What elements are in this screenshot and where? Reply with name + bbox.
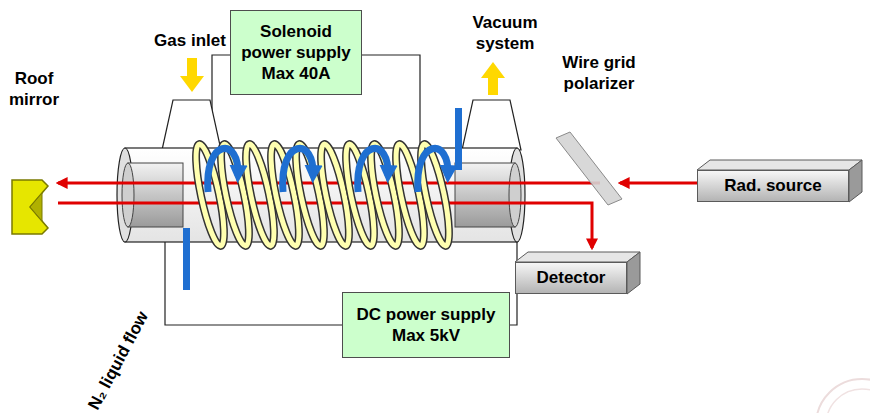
box-top-face xyxy=(515,252,640,262)
tube-end xyxy=(117,148,133,242)
beam xyxy=(58,182,600,185)
wire-grid-polarizer xyxy=(556,132,622,205)
vacuum-out-arrow xyxy=(481,62,505,95)
roof-mirror xyxy=(12,180,48,234)
power-supply-box: DC power supply Max 5kV xyxy=(342,292,510,358)
electrode-face xyxy=(122,163,134,227)
part-label: Wire grid polarizer xyxy=(553,52,645,95)
roof-mirror-face xyxy=(30,193,42,221)
coil-outline xyxy=(415,142,454,247)
detector-box: Detector xyxy=(515,262,627,294)
seal-watermark xyxy=(826,389,870,413)
box-side-face xyxy=(627,252,640,294)
node-text: Detector xyxy=(524,267,618,288)
node-text: Solenoid power supply Max 40A xyxy=(239,21,353,85)
field-arrow xyxy=(418,148,448,192)
electrode-cylinder xyxy=(455,163,515,227)
box-top-face xyxy=(697,160,862,170)
electrode-cylinder xyxy=(128,163,183,227)
source-box: Rad. source xyxy=(697,170,849,202)
solenoid-coil xyxy=(415,142,454,247)
hv-wire xyxy=(165,240,342,325)
tube-end xyxy=(509,148,525,242)
gas-in-arrow xyxy=(180,58,204,92)
node-text: Rad. source xyxy=(706,175,840,196)
part-label: Gas inlet xyxy=(135,30,245,51)
power-supply-box: Solenoid power supply Max 40A xyxy=(230,10,362,95)
part-label: Roof mirror xyxy=(2,68,66,111)
node-text: DC power supply Max 5kV xyxy=(351,304,501,347)
n2-pipe xyxy=(455,108,462,170)
field-arrow xyxy=(208,148,238,192)
seal-watermark xyxy=(816,379,870,413)
gas-inlet-port xyxy=(162,100,221,150)
flow-label: N₂ liquid flow xyxy=(83,307,153,413)
electrode-face xyxy=(509,163,521,227)
n2-pipe xyxy=(183,228,190,290)
field-arrow xyxy=(283,148,313,192)
beam xyxy=(620,182,697,185)
vacuum-port xyxy=(462,100,521,150)
field-arrow xyxy=(358,148,388,192)
coil-winding xyxy=(415,142,454,247)
part-label: Vacuum system xyxy=(465,12,545,55)
box-side-face xyxy=(849,160,862,202)
